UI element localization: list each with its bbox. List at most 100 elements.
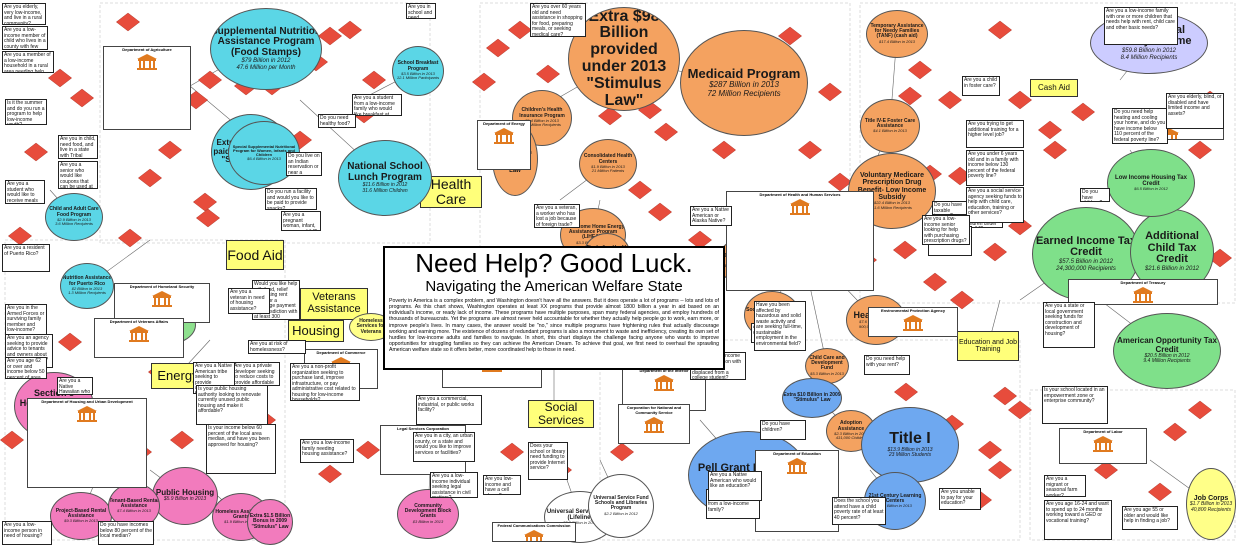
program-title: Pell Grant Program [697, 461, 799, 474]
decision-diamond [777, 26, 803, 46]
department-box: Department of Housing and Urban Developm… [27, 398, 147, 488]
eligibility-question: Have you been affected by hazardous and … [754, 301, 806, 351]
eligibility-question: Are you a private developer seeking to r… [232, 362, 280, 386]
department-box: Department of Treasury [1068, 279, 1218, 305]
decision-diamond [597, 106, 623, 126]
program-title: Project-Based Rental Assistance [55, 507, 107, 519]
program-health-centers: Consolidated Health Centers$1.9 Billion … [579, 139, 637, 189]
program-title: Voluntary Medicare Prescription Drug Ben… [857, 171, 927, 201]
program-title: Temporary Assistance for Needy Families … [870, 22, 924, 40]
government-building-icon [77, 406, 97, 422]
program-funding: $2 Billion in 2013 1.3 Million Recipient… [68, 285, 106, 296]
program-title: Consolidated Health Centers [583, 153, 633, 165]
program-title: Child Care and Development Fund [809, 354, 845, 372]
eligibility-question: Are you a student who would like to rece… [5, 180, 45, 204]
program-funding: $22.4 Billion in 2013 11.6 Million Recip… [872, 200, 912, 210]
department-box: Department of Health and Human Services [726, 191, 874, 291]
decision-diamond [982, 242, 1008, 262]
program-funding: $59.8 Billion in 2012 8.4 Million Recipi… [1120, 47, 1178, 61]
department-name: Department of Agriculture [122, 47, 172, 52]
eligibility-question: Do you need help with your rent? [864, 355, 910, 375]
eligibility-question: Are you a resident of Puerto Rico? [2, 244, 50, 272]
program-medicaid-stimulus: Extra $98 Billion provided under 2013 "S… [568, 7, 680, 111]
decision-diamond [817, 82, 843, 102]
department-box: Department of Homeland Security [114, 283, 210, 323]
program-puerto-rico: Nutrition Assistance for Puerto Rico$2 B… [60, 263, 114, 309]
diagram-subtitle: Navigating the American Welfare State [425, 278, 683, 295]
group-border [1029, 389, 1236, 541]
program-funding: $5.9 Billion in 2013 [163, 496, 207, 503]
eligibility-question: Are you at risk of homelessness? [248, 340, 306, 354]
eligibility-question: Are you a pregnant woman, infant, or you… [281, 211, 321, 231]
decision-diamond [987, 20, 1013, 40]
diagram-title: Need Help? Good Luck. [415, 248, 693, 278]
decision-diamond [711, 140, 737, 160]
eligibility-question: Do you have incomes below 80 percent of … [98, 521, 154, 545]
program-project-rental: Project-Based Rental Assistance$9.3 Bill… [50, 492, 112, 540]
eligibility-question: Are you in child, need food, and live in… [58, 135, 98, 159]
decision-diamond [647, 202, 673, 222]
eligibility-question: Are you a commercial, industrial, or pub… [416, 395, 482, 425]
decision-diamond [937, 90, 963, 110]
department-name: Department of Health and Human Services [759, 192, 841, 197]
decision-diamond [355, 440, 381, 460]
program-title: School Breakfast Program [397, 60, 439, 72]
eligibility-question: Are you a senior who would like coupons … [58, 161, 98, 189]
eligibility-question: Are you a veteran in need of housing ass… [228, 288, 270, 314]
decision-diamond [1147, 482, 1173, 502]
government-building-icon [137, 54, 157, 70]
decision-diamond [1093, 460, 1119, 480]
decision-diamond [69, 88, 95, 108]
eligibility-question: Are you unable to pay for your education… [939, 488, 981, 510]
eligibility-question: Are you a non-profit organization seekin… [290, 363, 360, 401]
program-funding: $17.4 Billion in 2013 [878, 38, 916, 44]
decision-diamond [907, 60, 933, 80]
decision-diamond [1007, 90, 1033, 110]
program-title: Tenant-Based Rental Assistance [109, 497, 159, 509]
department-name: Department of Veterans Affairs [109, 319, 169, 324]
decision-diamond [117, 228, 143, 248]
department-name: Department of Housing and Urban Developm… [41, 399, 133, 404]
eligibility-question: Are you a member of a low-income househo… [2, 51, 54, 73]
program-title: Earned Income Tax Credit [1035, 234, 1137, 259]
program-funding: $4.1 Billion in 2013 [873, 128, 907, 134]
eligibility-question: Is it the summer and do you run a progra… [5, 99, 47, 125]
department-box: Corporation for National and Community S… [618, 404, 690, 444]
program-funding: $2.9 Billion in 2013 3.6 Million Recipie… [55, 216, 93, 227]
department-name: Department of Education [773, 451, 821, 456]
decision-diamond [922, 272, 948, 292]
eligibility-question: Do you have children? [760, 420, 806, 440]
eligibility-question: Are you a Native American or Alaska Nati… [690, 206, 732, 226]
eligibility-question: Are you a Native Hawaiian who wants a ho… [57, 377, 93, 395]
eligibility-question: Are you a veteran, a worker who has lost… [534, 204, 580, 228]
program-title: National School Lunch Program [347, 161, 423, 183]
eligibility-question: Are you trying to get additional trainin… [966, 120, 1024, 148]
government-building-icon [787, 458, 807, 474]
program-snap: Supplemental Nutrition Assistance Progra… [210, 8, 322, 90]
government-building-icon [790, 199, 810, 215]
decision-diamond [1070, 102, 1096, 122]
category-social-services: Social Services [528, 400, 594, 428]
decision-diamond [627, 180, 653, 200]
eligibility-question: Are you a student from a low-income fami… [352, 94, 402, 116]
program-ccdf: Child Care and Development Fund$5.3 Bill… [805, 348, 849, 384]
diagram-intro-text: Poverty in America is a complex problem,… [389, 298, 719, 353]
program-title: Medicaid Program [687, 66, 801, 82]
program-title: Special Supplemental Nutritional Program… [232, 143, 296, 157]
department-box: Department of Veterans Affairs [94, 318, 184, 358]
program-title: Nutrition Assistance for Puerto Rico [62, 275, 112, 287]
group-border [599, 339, 1021, 541]
program-funding: $287 Billion in 2013 72 Million Recipien… [707, 80, 781, 98]
program-funding: $1.7 Billion in 2013 40,800 Recipients [1189, 501, 1233, 513]
department-box: Environmental Protection Agency [868, 307, 958, 337]
decision-diamond [115, 12, 141, 32]
eligibility-question: Are you a low-income member of child who… [2, 26, 48, 50]
program-title: American Opportunity Tax Credit [1117, 336, 1217, 354]
eligibility-question: Is your school located in an empowerment… [1042, 386, 1108, 424]
decision-diamond [169, 430, 195, 450]
decision-diamond [7, 226, 33, 246]
category-education: Education and Job Training [957, 331, 1019, 361]
department-name: Department of Homeland Security [129, 284, 195, 289]
eligibility-question: Are you a migrant or seasonal farm worke… [1044, 475, 1086, 497]
eligibility-question: Are you elderly, very low-income, and li… [2, 3, 46, 25]
